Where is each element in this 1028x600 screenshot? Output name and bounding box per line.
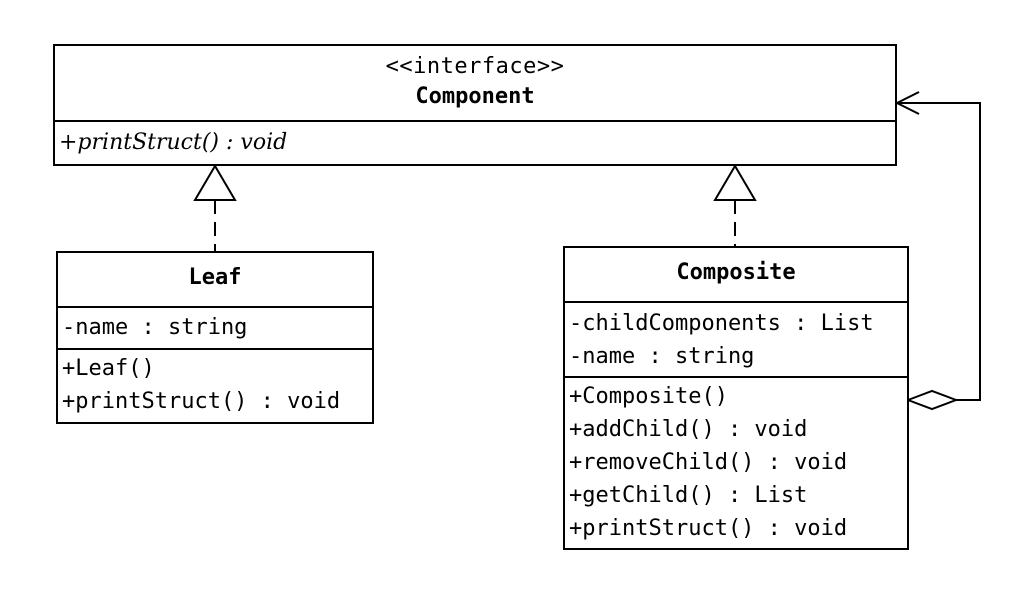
leaf-name: Leaf (188, 265, 242, 290)
composite-operation: +getChild() : List (569, 483, 808, 508)
aggregation-line (897, 102, 981, 401)
composite-operation: +addChild() : void (569, 417, 808, 442)
composite-operation: +printStruct() : void (569, 516, 848, 541)
leaf-header: Leaf (58, 253, 372, 306)
aggregation-connector (894, 91, 981, 411)
composite-operation: +removeChild() : void (569, 450, 848, 475)
composite-name: Composite (676, 260, 796, 285)
open-arrowhead-icon (894, 91, 920, 115)
composite-header: Composite (565, 248, 907, 301)
aggregation-diamond-icon (905, 389, 959, 411)
composite-operations: +Composite() +addChild() : void +removeC… (565, 376, 907, 548)
component-interface-box[interactable]: <<interface>> Component +printStruct() :… (53, 44, 897, 166)
leaf-attribute: -name : string (62, 315, 248, 340)
composite-class-box[interactable]: Composite -childComponents : List -name … (563, 246, 909, 550)
leaf-realization-triangle-icon (193, 164, 237, 201)
leaf-attributes: -name : string (58, 306, 372, 348)
composite-attribute: -name : string (569, 344, 755, 369)
component-header: <<interface>> Component (55, 46, 895, 120)
leaf-operation: +Leaf() (62, 356, 155, 381)
composite-attributes: -childComponents : List -name : string (565, 301, 907, 376)
leaf-class-box[interactable]: Leaf -name : string +Leaf() +printStruct… (56, 251, 374, 424)
composite-operation: +Composite() (569, 384, 728, 409)
composite-realization-triangle-icon (713, 164, 757, 201)
leaf-operations: +Leaf() +printStruct() : void (58, 348, 372, 422)
component-stereotype: <<interface>> (385, 54, 565, 79)
component-operations: +printStruct() : void (55, 120, 895, 164)
leaf-realization-connector (193, 164, 237, 252)
leaf-operation: +printStruct() : void (62, 389, 341, 414)
composite-realization-connector (713, 164, 757, 247)
composite-attribute: -childComponents : List (569, 311, 874, 336)
component-operation: +printStruct() : void (59, 130, 288, 155)
component-name: Component (415, 84, 535, 109)
